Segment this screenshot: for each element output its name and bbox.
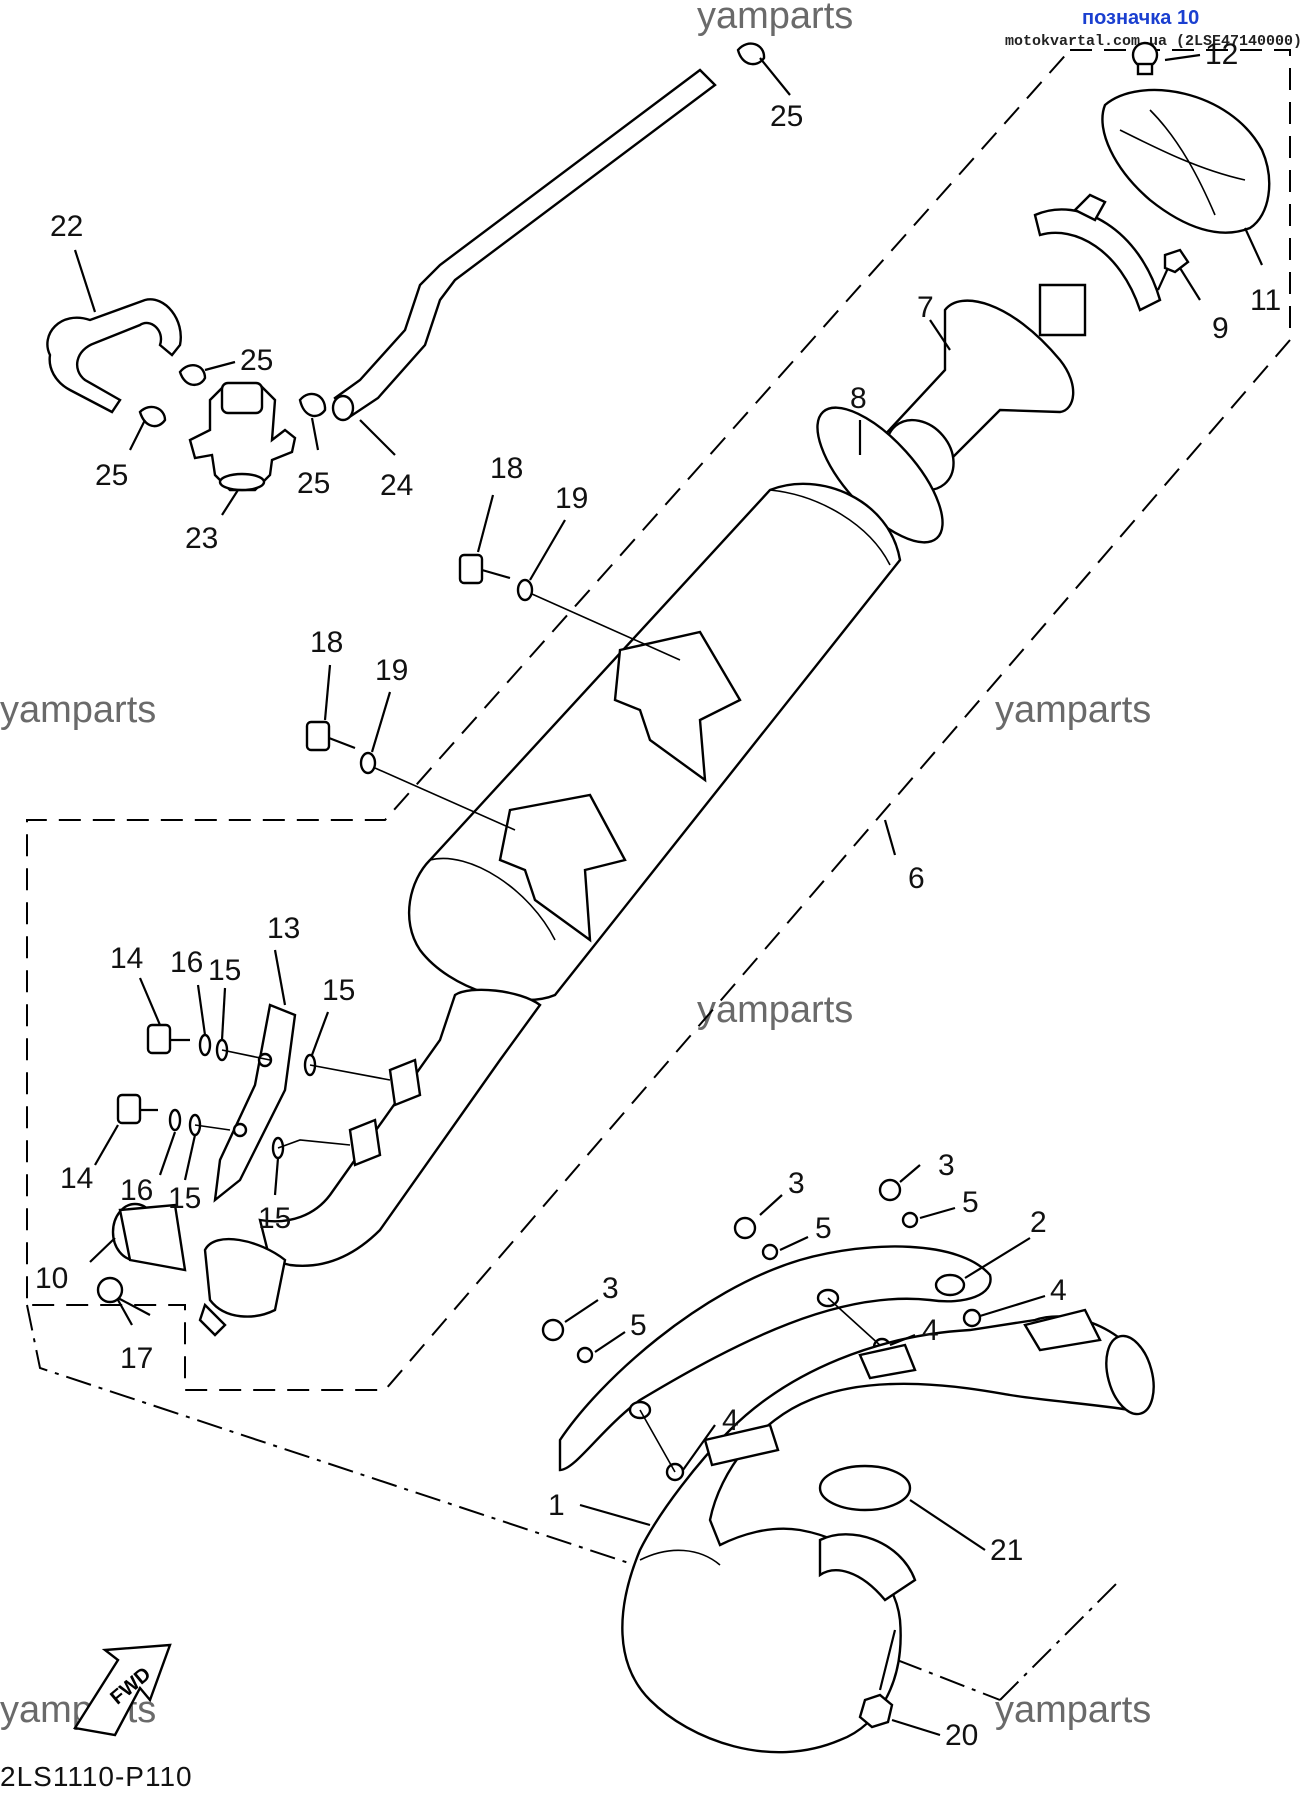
watermark-bottom-right: yamparts <box>995 1689 1151 1731</box>
leader-19-upper <box>531 593 681 661</box>
callout-4: 4 <box>922 1314 939 1347</box>
callout-25: 25 <box>95 459 128 492</box>
joint-pipe-10 <box>111 1202 187 1272</box>
bolt-18-lower <box>305 720 356 752</box>
bracket-13 <box>213 1003 297 1203</box>
bolt-18-upper <box>458 553 511 585</box>
callout-19: 19 <box>375 654 408 687</box>
callout-15: 15 <box>258 1202 291 1235</box>
callout-25: 25 <box>240 344 273 377</box>
callout-16: 16 <box>120 1174 153 1207</box>
leader-19-lower <box>374 767 516 831</box>
callout-18: 18 <box>310 626 343 659</box>
watermark-center: yamparts <box>697 989 853 1031</box>
callout-15: 15 <box>208 954 241 987</box>
callout-20: 20 <box>945 1719 978 1752</box>
callout-2: 2 <box>1030 1206 1047 1239</box>
marker-label: позначка 10 <box>1082 7 1199 29</box>
callout-10: 10 <box>35 1262 68 1295</box>
callout-18: 18 <box>490 452 523 485</box>
bolt-14-upper <box>146 1023 190 1055</box>
end-cap-11 <box>1101 88 1271 234</box>
gasket-21 <box>818 1464 912 1512</box>
callout-3: 3 <box>602 1272 619 1305</box>
bolt-12 <box>1131 41 1159 76</box>
callout-23: 23 <box>185 522 218 555</box>
clamp-25-d <box>736 42 766 66</box>
callout-25: 25 <box>770 100 803 133</box>
callout-11: 11 <box>1250 284 1281 317</box>
watermark-top: yamparts <box>697 0 853 37</box>
callout-3: 3 <box>938 1149 955 1182</box>
callout-5: 5 <box>962 1186 979 1219</box>
callout-16: 16 <box>170 946 203 979</box>
clamp-band-assembly <box>198 1237 287 1337</box>
callout-7: 7 <box>917 291 934 324</box>
callout-5: 5 <box>815 1212 832 1245</box>
watermark-right: yamparts <box>995 689 1151 731</box>
callout-19: 19 <box>555 482 588 515</box>
bolt-17 <box>96 1276 151 1316</box>
assembly-outline-6 <box>26 49 1291 1391</box>
pipe-mount-tabs <box>348 1058 422 1167</box>
washers-15-16 <box>168 1033 317 1160</box>
callout-24: 24 <box>380 469 413 502</box>
leader-bolt-lines <box>194 1049 391 1149</box>
callout-22: 22 <box>50 210 83 243</box>
breather-hose-22 <box>46 298 182 414</box>
watermark-left: yamparts <box>0 689 156 731</box>
callout-17: 17 <box>120 1342 153 1375</box>
clamp-25-a <box>178 364 207 386</box>
callout-8: 8 <box>850 382 867 415</box>
clamp-25-b <box>138 405 167 428</box>
callout-4: 4 <box>722 1404 739 1437</box>
alignment-line-right <box>999 1579 1121 1701</box>
spark-arrester-bracket <box>1033 193 1162 312</box>
washer-19-upper <box>516 578 534 602</box>
diagram-code: 2LS1110-P110 <box>0 1761 193 1792</box>
callout-25: 25 <box>297 467 330 500</box>
exhaust-pipe-1 <box>621 1308 1155 1754</box>
silencer-6 <box>258 482 902 1267</box>
callouts: 25 12 11 9 7 8 22 25 25 23 25 24 18 19 1… <box>35 38 1281 1752</box>
callout-5: 5 <box>630 1309 647 1342</box>
clamp-25-c <box>298 392 327 418</box>
callout-6: 6 <box>908 862 925 895</box>
bolt-14-lower <box>116 1093 158 1125</box>
washer-19-lower <box>359 751 377 775</box>
callout-15: 15 <box>322 974 355 1007</box>
callout-14: 14 <box>60 1162 93 1195</box>
alignment-line-left <box>26 1304 681 1581</box>
callout-21: 21 <box>990 1534 1023 1567</box>
callout-9: 9 <box>1212 312 1229 345</box>
site-label: motokvartal.com.ua (2LSE47140000) <box>1005 33 1302 50</box>
leader-shield-bolts <box>639 1297 883 1473</box>
callout-14: 14 <box>110 942 143 975</box>
callout-12: 12 <box>1205 38 1238 71</box>
air-valve-23 <box>188 381 297 492</box>
nut-20 <box>858 1629 897 1729</box>
callout-3: 3 <box>788 1167 805 1200</box>
callout-4: 4 <box>1050 1274 1067 1307</box>
bolt-9 <box>1156 248 1190 291</box>
callout-15: 15 <box>168 1182 201 1215</box>
callout-1: 1 <box>548 1489 565 1522</box>
callout-13: 13 <box>267 912 300 945</box>
hose-24 <box>331 68 717 422</box>
